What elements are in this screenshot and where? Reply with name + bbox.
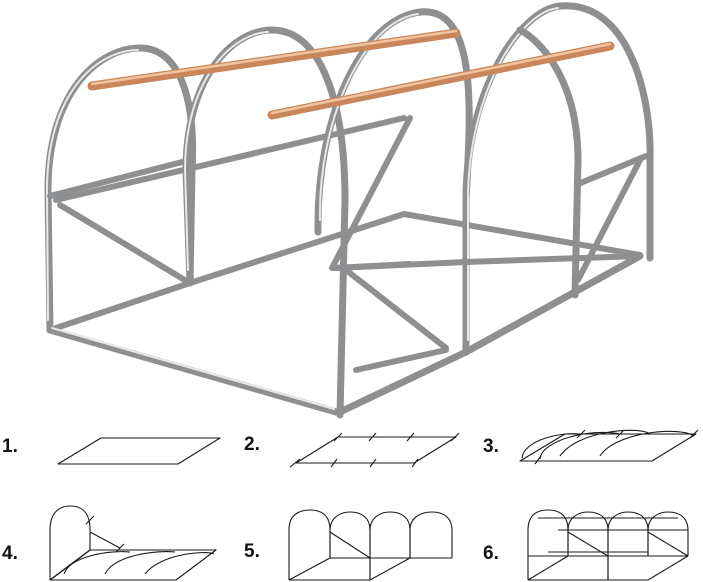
step-6-label: 6. <box>483 543 499 564</box>
step-4-diagram <box>49 505 217 581</box>
frame-near-base <box>46 115 644 416</box>
step-2-label: 2. <box>244 434 260 455</box>
step-1-diagram <box>57 437 221 465</box>
ridge-bars <box>87 28 615 120</box>
step-3-diagram <box>519 429 699 465</box>
frame-far-base <box>53 115 643 331</box>
step-1-label: 1. <box>2 436 18 457</box>
step-2-diagram <box>289 432 460 468</box>
step-6-diagram <box>527 509 689 581</box>
step-3-label: 3. <box>483 436 499 457</box>
greenhouse-frame-render <box>44 2 654 419</box>
step-5-label: 5. <box>244 541 260 562</box>
step-4-label: 4. <box>2 543 18 564</box>
frame-right-gable <box>343 153 649 373</box>
step-5-diagram <box>288 509 453 581</box>
frame-middle-arches <box>182 2 654 419</box>
